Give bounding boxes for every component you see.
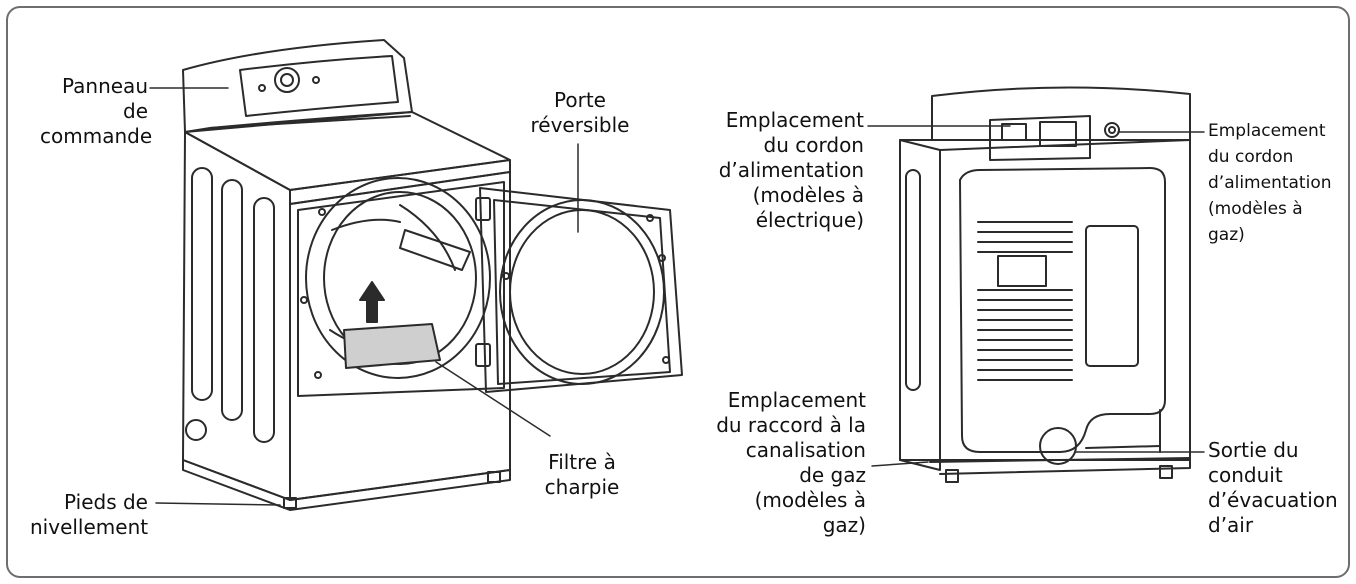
leader-lines [149,87,1205,506]
label-leveling-feet: Pieds de nivellement [30,490,149,539]
label-power-cord-gas: Emplacement du cordon d’alimentation (mo… [1208,121,1332,245]
label-control-panel: Panneau de commande [40,74,153,148]
leveling-foot-icon [283,497,297,509]
rear-dryer [899,86,1191,483]
label-lint-filter: Filtre à charpie [544,450,620,499]
control-knob-icon [274,67,300,93]
label-exhaust: Sortie du conduit d’évacuation d’air [1208,438,1338,537]
label-reversible-door: Porte réversible [530,88,630,137]
arrow-up-icon [359,281,385,323]
front-dryer [182,39,683,511]
exhaust-outlet-icon [1039,427,1077,465]
lint-filter-icon [343,323,441,369]
label-gas-line: Emplacement du raccord à la canalisation… [716,388,866,537]
reversible-door [475,187,683,393]
diagram-frame [6,6,1350,578]
label-power-cord-electric: Emplacement du cordon d’alimentation (mo… [718,108,864,232]
gas-cord-hole-icon [1104,122,1120,138]
